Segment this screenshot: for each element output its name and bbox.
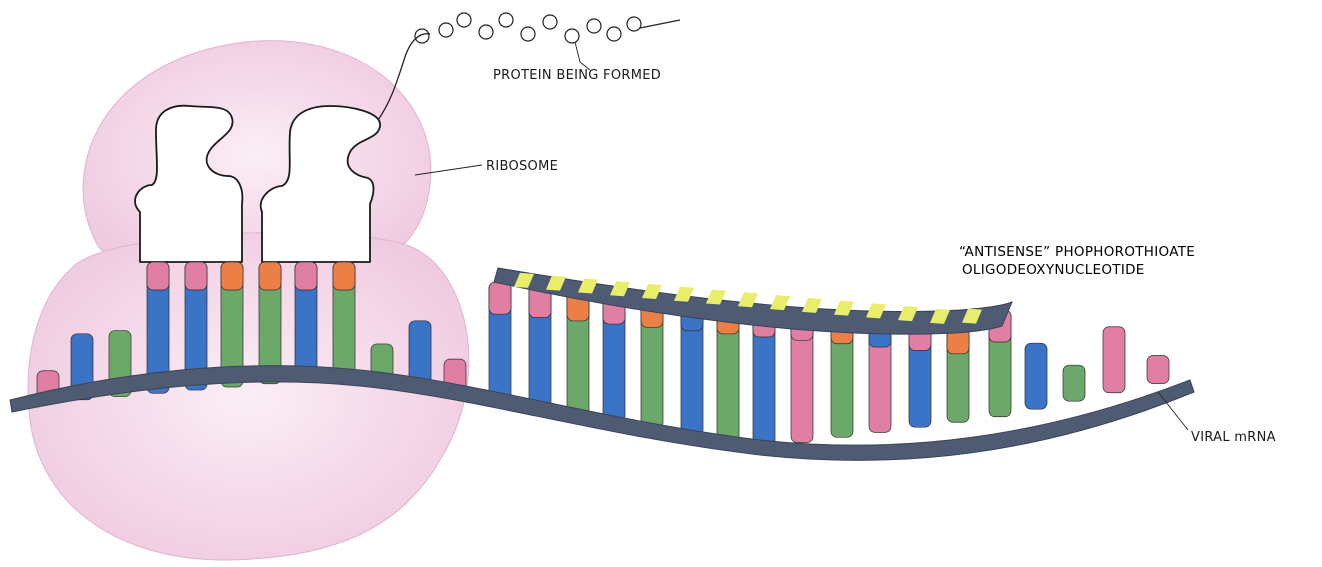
- protein-leader: [575, 42, 590, 70]
- paired-base-antisense: [529, 286, 551, 409]
- paired-base-ribosome: [333, 262, 355, 377]
- protein-chain: [378, 13, 680, 120]
- protein-loop: [415, 29, 429, 43]
- paired-base-antisense: [641, 295, 663, 428]
- protein-loop: [439, 23, 453, 37]
- antisense-label-line2: OLIGODEOXYNUCLEOTIDE: [962, 262, 1145, 278]
- paired-base-antisense: [567, 289, 589, 415]
- protein-loop: [607, 27, 621, 41]
- protein-loop: [627, 17, 641, 31]
- mrna-base: [1063, 365, 1085, 401]
- protein-loop: [479, 25, 493, 39]
- paired-base-ribosome: [295, 262, 317, 381]
- antisense-label-line1: “ANTISENSE” PHOPHOROTHIOATE: [959, 244, 1195, 260]
- protein-tail: [640, 20, 680, 28]
- protein-loop: [499, 13, 513, 27]
- paired-base-antisense: [947, 322, 969, 422]
- protein-loop: [587, 19, 601, 33]
- paired-base-antisense: [489, 282, 511, 401]
- protein-label: PROTEIN BEING FORMED: [493, 68, 661, 83]
- ribosome-label: RIBOSOME: [486, 159, 558, 174]
- protein-loop: [457, 13, 471, 27]
- mrna-base: [1147, 356, 1169, 384]
- ribosome: [28, 41, 469, 560]
- viral-mrna-label: VIRAL mRNA: [1191, 430, 1276, 445]
- protein-loop: [521, 27, 535, 41]
- protein-loops: [415, 13, 641, 43]
- mrna-base: [1025, 343, 1047, 409]
- mrna-base: [1103, 327, 1125, 393]
- protein-loop: [565, 29, 579, 43]
- paired-base-antisense: [603, 292, 625, 422]
- paired-base-antisense: [909, 319, 931, 428]
- protein-loop: [543, 15, 557, 29]
- paired-base-antisense: [681, 299, 703, 436]
